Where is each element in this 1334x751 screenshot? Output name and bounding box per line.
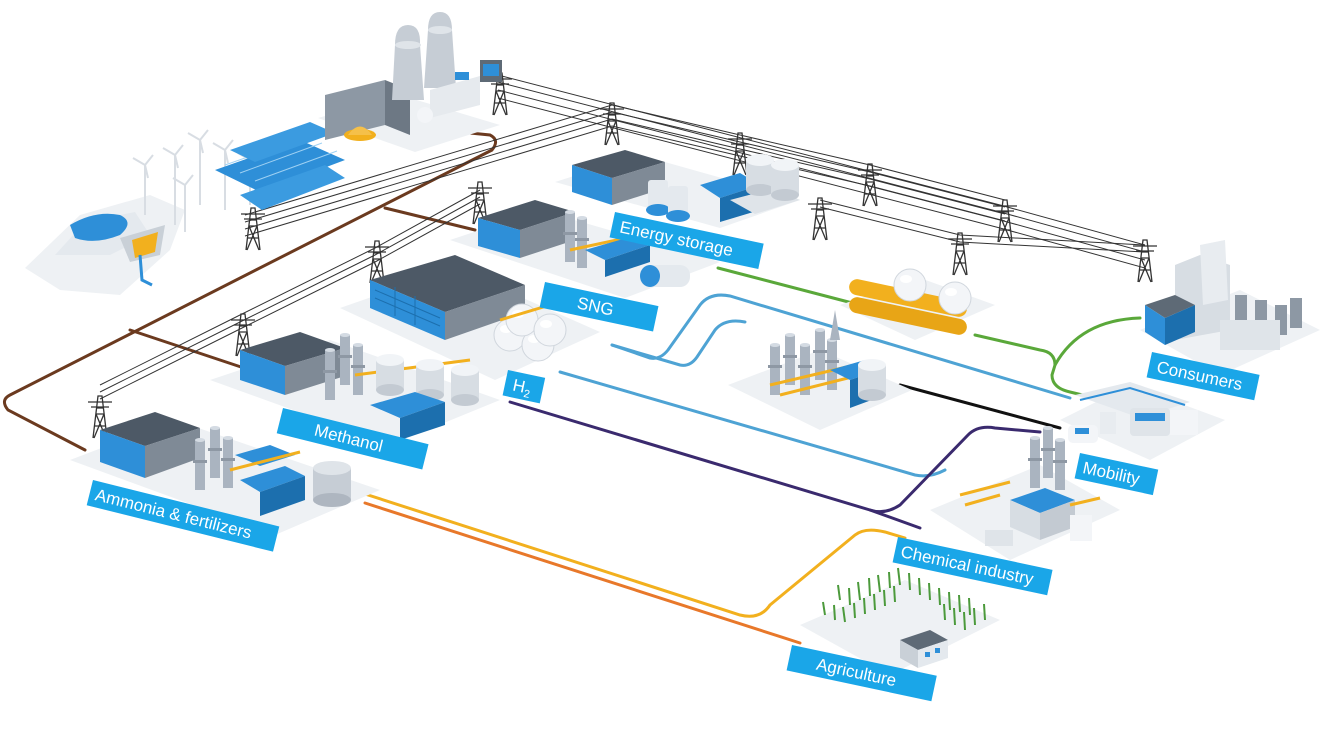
pipe-green-consumers — [973, 333, 1097, 400]
ammonia-plant — [70, 412, 380, 535]
pipe-black — [898, 383, 1062, 430]
h2-base: H — [511, 376, 527, 397]
pipe-green-storage — [716, 266, 862, 307]
pipes — [3, 128, 1142, 645]
label-h2: H2 — [502, 370, 546, 404]
refinery — [728, 310, 912, 430]
crop-field — [822, 567, 986, 631]
svg-text:H2: H2 — [510, 376, 533, 401]
storage-tanks — [646, 180, 690, 222]
pipe-purple-2 — [868, 508, 922, 530]
renewables-area — [25, 122, 345, 295]
label-mobility: Mobility — [1074, 453, 1159, 496]
pipe-brown-sng — [383, 206, 477, 232]
consumers-area — [1140, 240, 1320, 375]
pipe-green-consumers-2 — [1053, 316, 1142, 367]
label-sng: SNG — [539, 282, 659, 332]
pipe-orange — [363, 501, 802, 645]
solar-panels — [215, 122, 345, 210]
pipe-blue-2 — [610, 319, 747, 367]
chemical-industry-area — [930, 426, 1120, 560]
methanol-plant — [210, 332, 500, 445]
power-plant — [318, 12, 502, 152]
sng-plant — [450, 200, 720, 298]
h2-subscript: 2 — [522, 388, 530, 401]
hydrogen-tank-farm — [840, 268, 995, 340]
energy-storage-plant — [555, 150, 800, 228]
pipe-yellow — [363, 492, 907, 618]
mobility-area — [1060, 382, 1225, 460]
h2-plant — [340, 255, 600, 380]
pipe-brown-powerplant — [3, 128, 497, 452]
pipe-brown-methanol — [128, 328, 252, 372]
agriculture-area — [800, 567, 1000, 675]
reservoir-water — [70, 213, 128, 241]
